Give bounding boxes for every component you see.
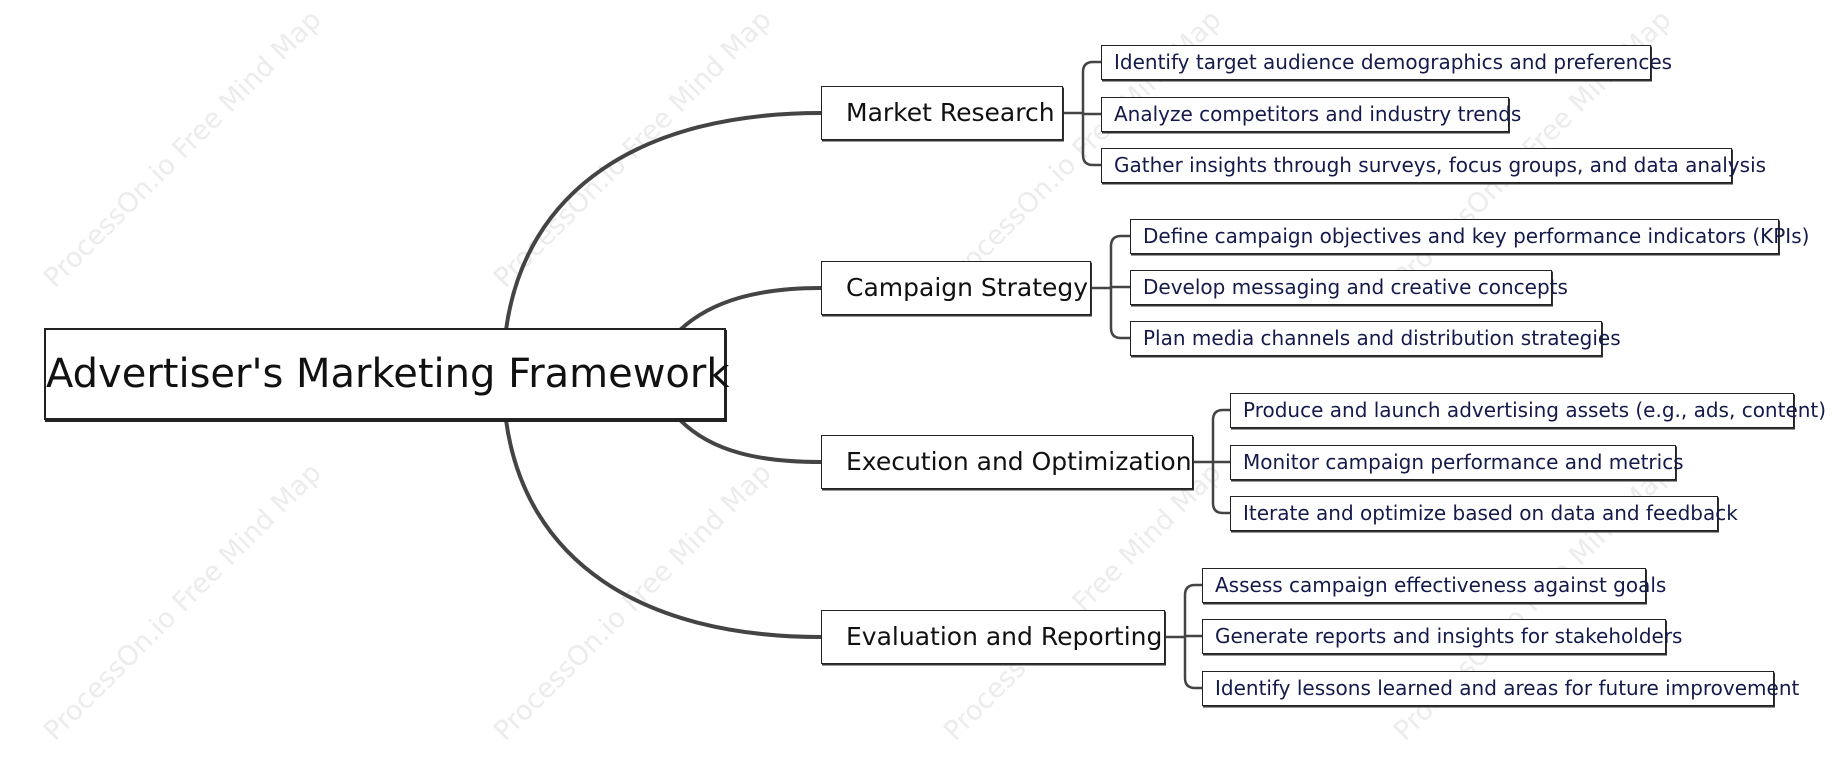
leaf-node[interactable]: Develop messaging and creative concepts	[1130, 270, 1568, 305]
leaf-node-label: Identify target audience demographics an…	[1114, 50, 1673, 74]
leaf-node-label: Produce and launch advertising assets (e…	[1243, 398, 1827, 422]
leaf-node[interactable]: Produce and launch advertising assets (e…	[1230, 393, 1826, 428]
leaf-node-label: Generate reports and insights for stakeh…	[1215, 624, 1683, 648]
leaf-node[interactable]: Identify target audience demographics an…	[1101, 45, 1672, 80]
branch-node-label: Execution and Optimization	[846, 447, 1192, 476]
root-to-evaluation-reporting-line	[504, 418, 823, 639]
leaf-node[interactable]: Iterate and optimize based on data and f…	[1230, 496, 1738, 531]
leaf-node-label: Identify lessons learned and areas for f…	[1215, 676, 1800, 700]
leaf-node-label: Develop messaging and creative concepts	[1143, 275, 1568, 299]
leaf-node-label: Monitor campaign performance and metrics	[1243, 450, 1684, 474]
leaf-node-label: Define campaign objectives and key perfo…	[1143, 224, 1810, 248]
leaf-node-label: Gather insights through surveys, focus g…	[1114, 153, 1767, 177]
leaf-node-label: Analyze competitors and industry trends	[1114, 102, 1522, 126]
branch-node-market-research[interactable]: Market Research	[821, 86, 1063, 140]
root-to-execution-optimization-line	[678, 418, 823, 464]
root-node[interactable]: Advertiser's Marketing Framework	[44, 328, 730, 420]
leaf-node[interactable]: Define campaign objectives and key perfo…	[1130, 219, 1809, 254]
root-node-label: Advertiser's Marketing Framework	[46, 351, 730, 397]
leaf-node[interactable]: Identify lessons learned and areas for f…	[1202, 671, 1799, 706]
leaf-node[interactable]: Monitor campaign performance and metrics	[1230, 445, 1684, 480]
leaf-node-label: Plan media channels and distribution str…	[1143, 326, 1621, 350]
branch-node-execution-optimization[interactable]: Execution and Optimization	[821, 435, 1193, 489]
root-to-market-research-line	[504, 111, 823, 332]
leaf-node[interactable]: Plan media channels and distribution str…	[1130, 321, 1621, 356]
branch-node-label: Market Research	[846, 98, 1055, 127]
root-to-campaign-strategy-line	[678, 286, 823, 332]
branch-node-evaluation-reporting[interactable]: Evaluation and Reporting	[821, 610, 1165, 664]
leaf-node-label: Assess campaign effectiveness against go…	[1215, 573, 1667, 597]
leaf-node[interactable]: Generate reports and insights for stakeh…	[1202, 619, 1682, 654]
branch-node-campaign-strategy[interactable]: Campaign Strategy	[821, 261, 1091, 315]
leaf-node[interactable]: Assess campaign effectiveness against go…	[1202, 568, 1666, 603]
leaf-node[interactable]: Analyze competitors and industry trends	[1101, 97, 1521, 132]
leaf-node[interactable]: Gather insights through surveys, focus g…	[1101, 148, 1766, 183]
branch-node-label: Evaluation and Reporting	[846, 622, 1163, 651]
branch-node-label: Campaign Strategy	[846, 273, 1089, 302]
leaf-node-label: Iterate and optimize based on data and f…	[1243, 501, 1738, 525]
